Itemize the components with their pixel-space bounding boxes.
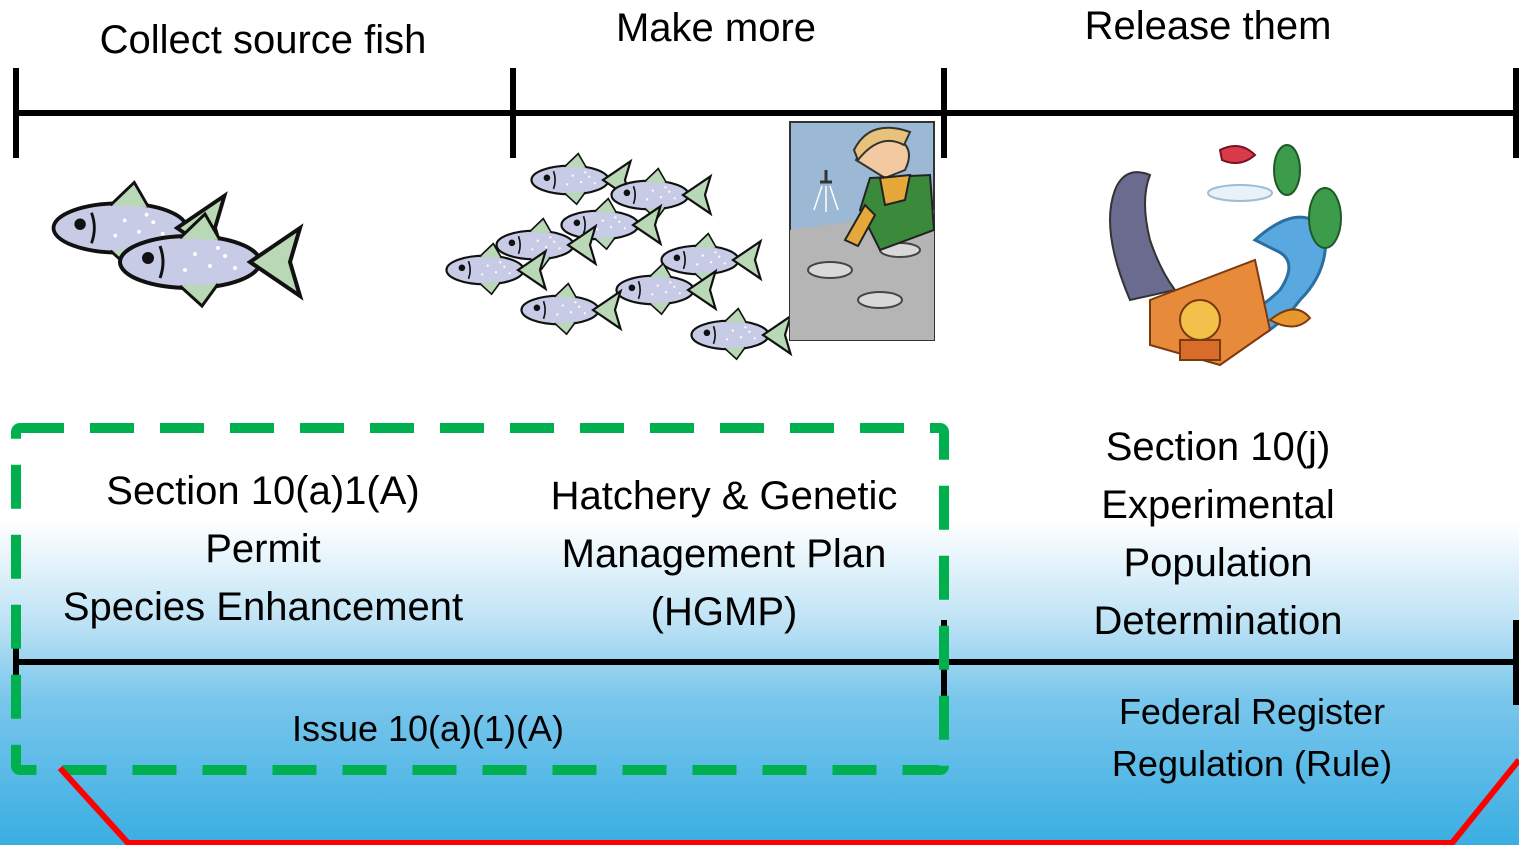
section-10a1a-permit: Section 10(a)1(A) Permit Species Enhance… [63, 462, 463, 636]
issue-10a1a-text: Issue 10(a)(1)(A) [291, 708, 565, 749]
hgmp-plan: Hatchery & Genetic Management Plan (HGMP… [551, 467, 898, 641]
section-10j-line-4: Determination [1093, 599, 1343, 643]
fish-pair-icon [51, 180, 302, 308]
section-10j-line-1: Section 10(j) [1105, 425, 1331, 469]
section-10j-line-2: Experimental [1101, 483, 1335, 527]
federal-register-outcome: Federal Register Regulation (Rule) [1112, 686, 1392, 790]
bottom-bracket [57, 758, 1519, 845]
federal-register-line-1: Federal Register [1118, 691, 1386, 732]
river-release-icon [1109, 144, 1342, 367]
hgmp-line-3: (HGMP) [650, 590, 798, 634]
hatchery-worker-icon [789, 121, 936, 341]
stage-make-label: Make more [615, 6, 817, 50]
federal-register-line-2: Regulation (Rule) [1111, 743, 1393, 784]
stage-collect-label: Collect source fish [99, 18, 427, 62]
section-10j-line-3: Population [1123, 541, 1313, 585]
hgmp-line-2: Management Plan [561, 532, 887, 576]
section-10a1a-line-2: Permit [205, 527, 321, 571]
section-10a1a-line-3: Species Enhancement [62, 585, 464, 629]
fish-school-icon [445, 152, 792, 361]
section-10a1a-line-1: Section 10(a)1(A) [106, 469, 420, 513]
section-10j-determination: Section 10(j) Experimental Population De… [1093, 418, 1342, 650]
issue-10a1a-outcome: Issue 10(a)(1)(A) [292, 703, 564, 755]
stage-release-label: Release them [1084, 4, 1332, 48]
dashed-permit-box [11, 423, 949, 775]
hgmp-line-1: Hatchery & Genetic [550, 474, 898, 518]
